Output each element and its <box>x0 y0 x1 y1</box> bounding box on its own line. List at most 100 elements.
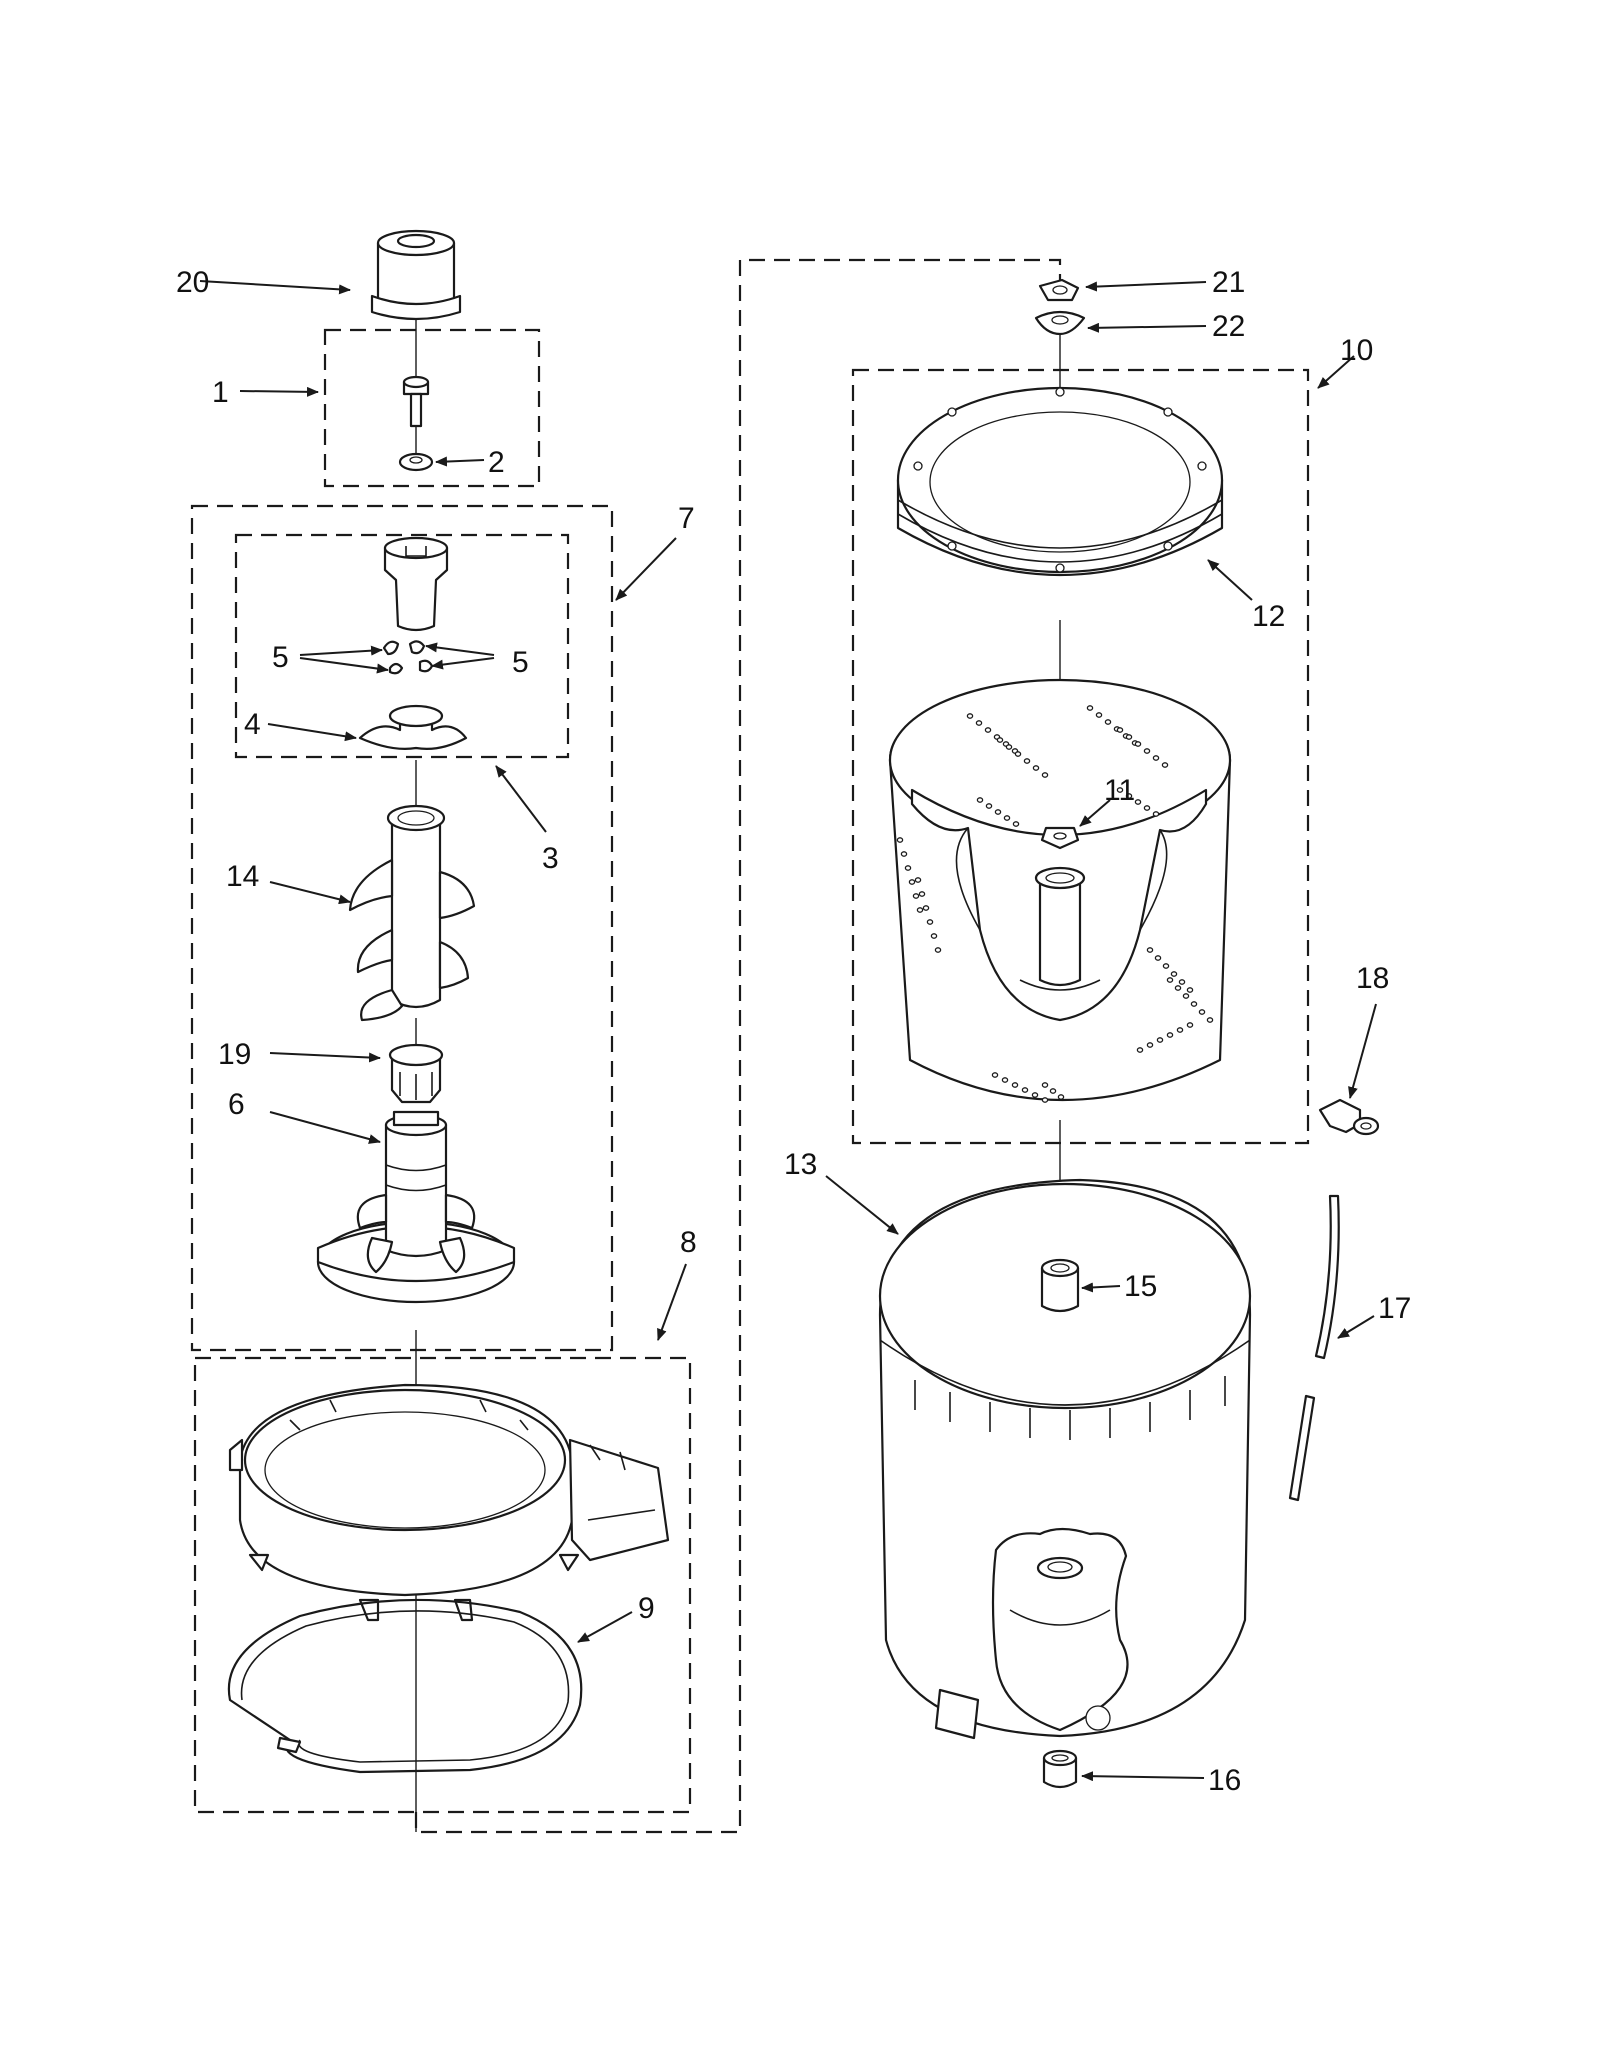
callout-1: 1 <box>212 376 229 409</box>
perforation-hole <box>1041 772 1049 778</box>
perforation-hole <box>1014 751 1022 757</box>
group-box-1 <box>323 328 541 488</box>
callout-17: 17 <box>1378 1292 1411 1325</box>
perforation-hole <box>930 933 938 939</box>
perforation-hole <box>1001 1077 1009 1083</box>
part-1-bolt <box>402 375 430 428</box>
part-18-clip <box>1318 1098 1380 1136</box>
callout-21: 21 <box>1212 266 1245 299</box>
perforation-hole <box>908 879 916 885</box>
callout-16: 16 <box>1208 1764 1241 1797</box>
perforation-hole <box>1178 979 1186 985</box>
basket-perforations <box>896 705 1214 1103</box>
perforation-hole <box>985 803 993 809</box>
perforation-hole <box>1143 748 1151 754</box>
callout-12: 12 <box>1252 600 1285 633</box>
callout-5-right: 5 <box>512 646 529 679</box>
part-13-outer-tub <box>878 1178 1252 1740</box>
part-9-retaining-ring <box>227 1598 583 1774</box>
perforation-hole <box>1134 741 1142 747</box>
perforation-hole <box>1104 719 1112 725</box>
perforation-hole <box>1186 987 1194 993</box>
perforation-hole <box>1198 1009 1206 1015</box>
perforation-hole <box>914 877 922 883</box>
callout-2: 2 <box>488 446 505 479</box>
part-12-balance-ring <box>896 386 1224 576</box>
perforation-hole <box>1021 1087 1029 1093</box>
perforation-hole <box>1146 947 1154 953</box>
perforation-hole <box>1095 712 1103 718</box>
group-box-3 <box>234 533 570 759</box>
part-6-agitator-base <box>316 1110 516 1304</box>
perforation-hole <box>1162 963 1170 969</box>
perforation-hole <box>975 720 983 726</box>
perforation-hole <box>994 809 1002 815</box>
perforation-hole <box>1146 1042 1154 1048</box>
perforation-hole <box>1116 727 1124 733</box>
part-14-agitator-auger <box>348 804 476 1022</box>
perforation-hole <box>991 1072 999 1078</box>
perforation-hole <box>1031 1092 1039 1098</box>
perforation-hole <box>1182 993 1190 999</box>
leader-lines <box>199 280 1377 1782</box>
part-17-hose <box>1288 1194 1340 1502</box>
perforation-hole <box>1011 1082 1019 1088</box>
part-22-washer <box>1034 310 1086 336</box>
perforation-hole <box>896 837 904 843</box>
callout-22: 22 <box>1212 310 1245 343</box>
callout-6: 6 <box>228 1088 245 1121</box>
perforation-hole <box>1190 1001 1198 1007</box>
callout-13: 13 <box>784 1148 817 1181</box>
perforation-hole <box>912 893 920 899</box>
perforation-hole <box>1166 977 1174 983</box>
perforation-hole <box>1041 1082 1049 1088</box>
perforation-hole <box>900 851 908 857</box>
perforation-hole <box>1125 793 1133 799</box>
part-16-plug <box>1042 1749 1078 1789</box>
connector-line <box>414 258 1062 1834</box>
callout-4: 4 <box>244 708 261 741</box>
perforation-hole <box>1049 1088 1057 1094</box>
perforation-hole <box>1161 762 1169 768</box>
perforation-hole <box>1136 1047 1144 1053</box>
perforation-hole <box>1176 1027 1184 1033</box>
perforation-hole <box>1005 744 1013 750</box>
perforation-hole <box>1057 1094 1065 1100</box>
part-2-washer <box>398 452 434 472</box>
part-11-hub <box>1040 826 1080 850</box>
part-19-drive-bell <box>388 1043 444 1104</box>
perforation-hole <box>1186 1022 1194 1028</box>
part-20-agitator-cap <box>370 229 462 321</box>
part-4-ratchet <box>358 704 468 750</box>
perforation-hole <box>922 905 930 911</box>
callout-8: 8 <box>680 1226 697 1259</box>
part-21-nut <box>1038 278 1080 302</box>
perforation-hole <box>1125 734 1133 740</box>
callout-3: 3 <box>542 842 559 875</box>
part-10-spin-basket <box>888 678 1232 1101</box>
perforation-hole <box>916 907 924 913</box>
callout-18: 18 <box>1356 962 1389 995</box>
part-8-tub-ring <box>228 1383 670 1622</box>
part-5-dogs <box>382 640 434 675</box>
perforation-hole <box>1154 955 1162 961</box>
perforation-hole <box>1156 1037 1164 1043</box>
callout-7: 7 <box>678 502 695 535</box>
perforation-hole <box>984 727 992 733</box>
perforation-hole <box>1032 765 1040 771</box>
callout-10: 10 <box>1340 334 1373 367</box>
perforation-hole <box>1041 1097 1049 1103</box>
perforation-hole <box>1023 758 1031 764</box>
perforation-hole <box>966 713 974 719</box>
callout-9: 9 <box>638 1592 655 1625</box>
perforation-hole <box>1152 811 1160 817</box>
perforation-hole <box>904 865 912 871</box>
callout-14: 14 <box>226 860 259 893</box>
perforation-hole <box>1206 1017 1214 1023</box>
perforation-hole <box>1143 805 1151 811</box>
perforation-hole <box>996 737 1004 743</box>
perforation-hole <box>1170 971 1178 977</box>
callout-20: 20 <box>176 266 209 299</box>
group-box-10 <box>851 368 1310 1145</box>
perforation-hole <box>1086 705 1094 711</box>
